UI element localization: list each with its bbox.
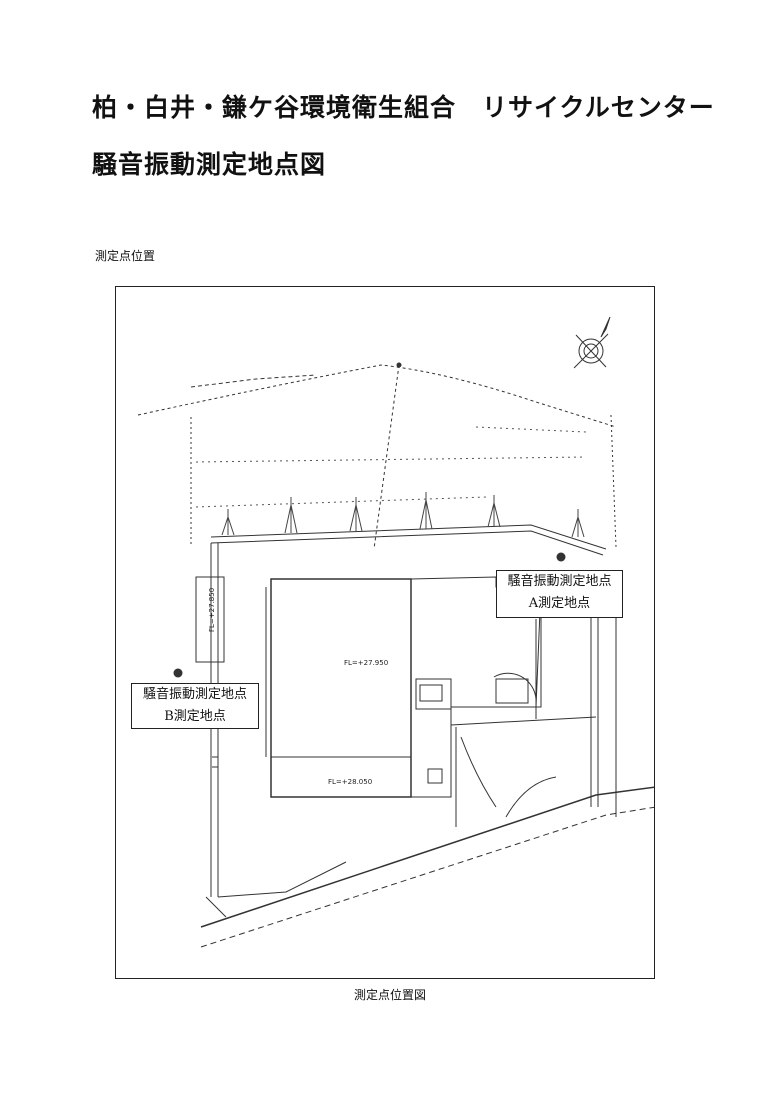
page-subtitle: 騒音振動測定地点図 bbox=[92, 150, 327, 179]
point-a-marker bbox=[556, 552, 566, 562]
floor-level-main: FL=+27.950 bbox=[344, 659, 388, 667]
point-b-title: 騒音振動測定地点 bbox=[142, 687, 247, 702]
site-plan-drawing: FL=+27.950 FL=+28.050 FL=+27.850 bbox=[137, 316, 654, 948]
measurement-point-a: 騒音振動測定地点 A測定地点 bbox=[496, 570, 623, 618]
page-title: 柏・白井・鎌ケ谷環境衛生組合 リサイクルセンター bbox=[92, 93, 715, 122]
measurement-point-b: 騒音振動測定地点 B測定地点 bbox=[131, 683, 259, 729]
north-arrow-icon bbox=[573, 316, 611, 369]
floor-level-west: FL=+27.850 bbox=[208, 588, 216, 632]
floor-level-south: FL=+28.050 bbox=[328, 778, 372, 786]
map-caption: 測定点位置図 bbox=[353, 988, 426, 1002]
point-b-marker bbox=[173, 668, 183, 678]
point-a-title: 騒音振動測定地点 bbox=[507, 574, 612, 589]
point-b-label: B測定地点 bbox=[164, 709, 226, 724]
point-a-label: A測定地点 bbox=[528, 596, 591, 611]
site-map: FL=+27.950 FL=+28.050 FL=+27.850 騒音振動測定地… bbox=[115, 286, 655, 979]
section-label: 測定点位置 bbox=[95, 249, 156, 263]
